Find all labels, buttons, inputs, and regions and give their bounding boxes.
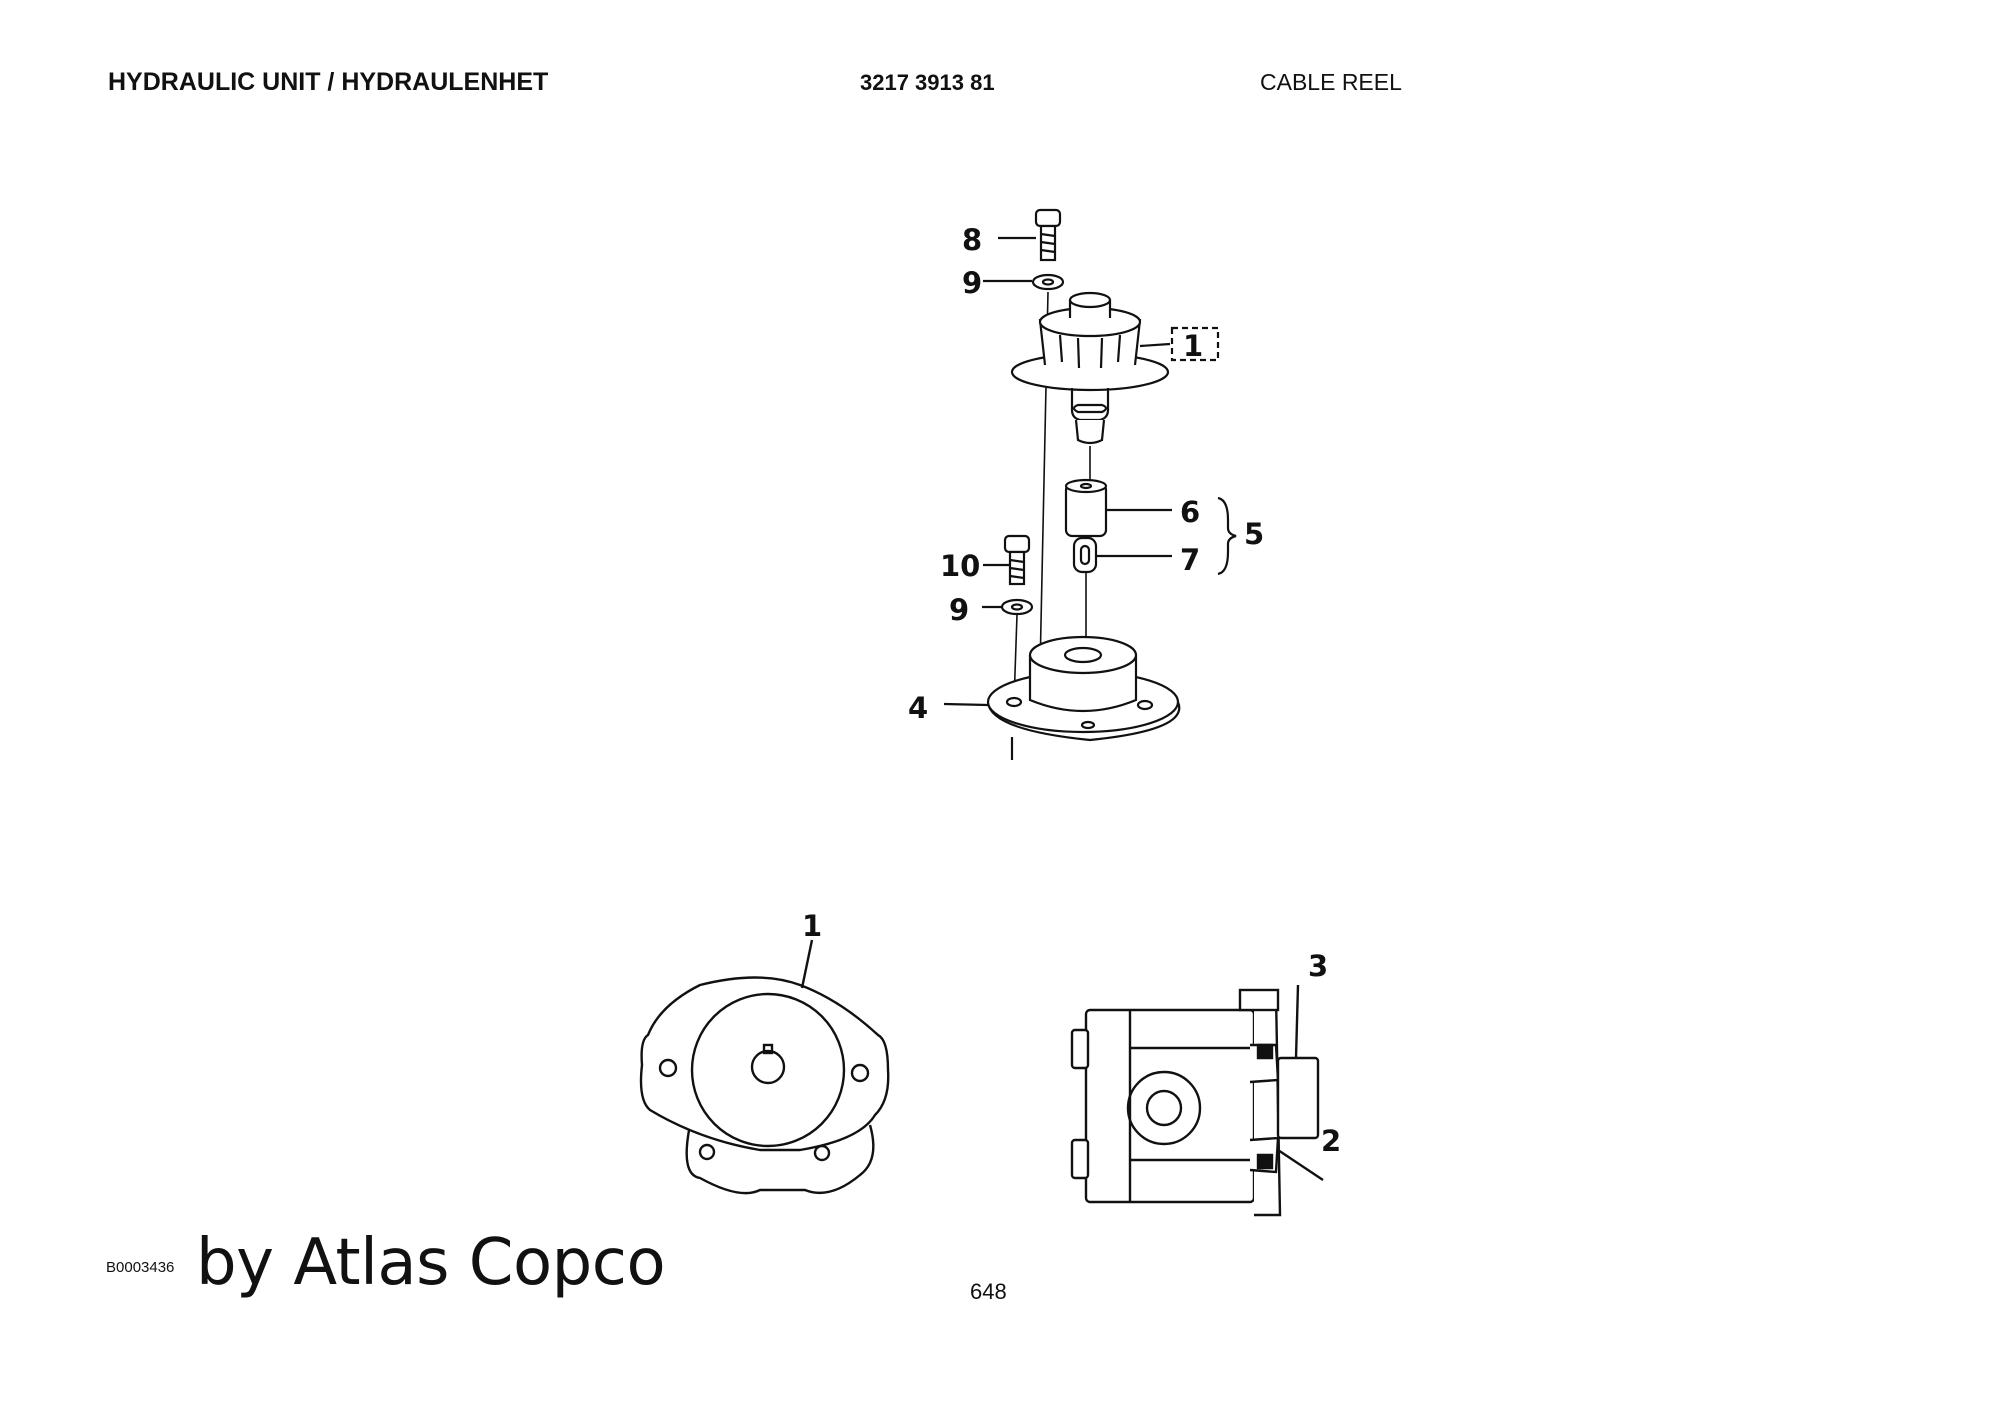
callout-10: 10 [940, 549, 980, 583]
callout-1-exploded: 1 [1183, 329, 1203, 363]
key-7 [1072, 536, 1172, 640]
drawing-code: B0003436 [106, 1259, 175, 1276]
washer-9-lower [1000, 598, 1034, 616]
coupling-6 [1064, 446, 1172, 538]
exploded-view [943, 208, 1237, 760]
callout-1-box [1170, 326, 1220, 362]
callout-5: 5 [1244, 517, 1264, 551]
callout-3: 3 [1308, 949, 1328, 983]
bracket-5 [1217, 496, 1237, 576]
callout-1-front: 1 [802, 909, 822, 943]
flange-4 [943, 635, 1181, 760]
bolt-8 [1034, 208, 1062, 262]
part-number: 3217 3913 81 [860, 70, 995, 95]
callout-2: 2 [1321, 1124, 1341, 1158]
callout-8: 8 [962, 223, 982, 257]
page-number: 648 [970, 1279, 1007, 1304]
washer-9-top [1031, 273, 1065, 291]
pump-side-view [1070, 984, 1324, 1217]
document-title: HYDRAULIC UNIT / HYDRAULENHET [108, 68, 549, 96]
brand-text: by Atlas Copco [196, 1226, 666, 1300]
callout-4: 4 [908, 691, 928, 725]
pump-front-view [639, 939, 890, 1195]
section-name: CABLE REEL [1260, 69, 1402, 95]
callout-7: 7 [1180, 543, 1200, 577]
callout-9-lower: 9 [949, 593, 969, 627]
bolt-10 [983, 534, 1031, 586]
hydraulic-motor [1010, 291, 1171, 445]
callout-9-top: 9 [962, 266, 982, 300]
callout-6: 6 [1180, 495, 1200, 529]
